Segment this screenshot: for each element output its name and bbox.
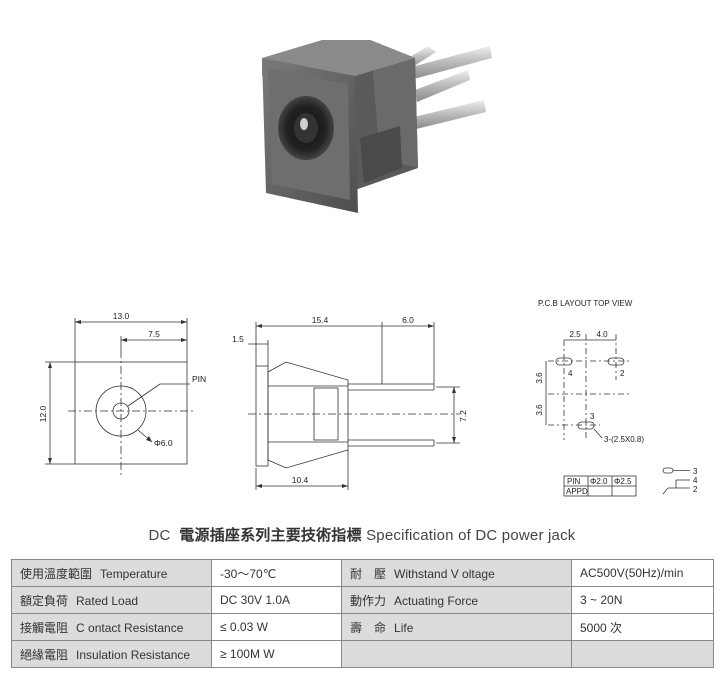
spec-label xyxy=(341,640,572,668)
pin-table-h0: PIN xyxy=(567,477,581,486)
front-view-outline xyxy=(74,361,188,465)
technical-drawings: 13.0 7.5 12.0 PIN Φ6.0 15.4 6.0 1.5 7.2 … xyxy=(38,299,698,497)
spec-value: -30～70℃ xyxy=(211,559,342,587)
pin-table-h1: Φ2.0 xyxy=(590,477,608,486)
dim-pcb-d: 3.6 xyxy=(535,404,544,416)
pin-table-r0: APPD xyxy=(566,487,588,496)
slot-note: 3-(2.5X0.8) xyxy=(604,435,644,444)
dim-side-step: 1.5 xyxy=(232,334,244,344)
dim-front-height: 12.0 xyxy=(38,405,48,422)
title-prefix: DC xyxy=(148,527,171,544)
spec-value: ≤ 0.03 W xyxy=(211,613,342,641)
title-chinese: 電源插座系列主要技術指標 xyxy=(179,526,362,544)
spec-value: 5000 次 xyxy=(571,613,714,641)
pin-label: PIN xyxy=(192,374,206,384)
product-photo xyxy=(262,40,492,213)
symbol-label-2: 2 xyxy=(693,485,698,494)
spec-value: 3 ~ 20N xyxy=(571,586,714,614)
spec-value: AC500V(50Hz)/min xyxy=(571,559,714,587)
spec-value: DC 30V 1.0A xyxy=(211,586,342,614)
dim-side-spacing: 7.2 xyxy=(458,410,468,422)
pin-table-h2: Φ2.5 xyxy=(614,477,632,486)
symbol-label-3: 3 xyxy=(693,467,698,476)
dim-pcb-a: 2.5 xyxy=(569,330,581,339)
pad-2-label: 2 xyxy=(620,369,625,378)
hole-diameter-label: Φ6.0 xyxy=(154,438,173,448)
spec-value xyxy=(571,640,714,668)
dim-pcb-b: 4.0 xyxy=(596,330,608,339)
dim-side-bottom: 10.4 xyxy=(292,475,309,485)
pad-3-label: 3 xyxy=(590,412,595,421)
dim-front-width: 13.0 xyxy=(113,311,130,321)
dim-side-pin: 6.0 xyxy=(402,315,414,325)
spec-title: DC 電源插座系列主要技術指標 Specification of DC powe… xyxy=(0,524,724,545)
dim-front-offset: 7.5 xyxy=(148,329,160,339)
dim-side-length: 15.4 xyxy=(312,315,329,325)
spec-value: ≥ 100M W xyxy=(211,640,342,668)
title-english: Specification of DC power jack xyxy=(366,527,576,544)
pad-4-label: 4 xyxy=(568,369,573,378)
symbol-label-4: 4 xyxy=(693,476,698,485)
side-view-flange xyxy=(255,365,269,467)
dim-pcb-c: 3.6 xyxy=(535,372,544,384)
pcb-layout-title: P.C.B LAYOUT TOP VIEW xyxy=(538,299,633,308)
